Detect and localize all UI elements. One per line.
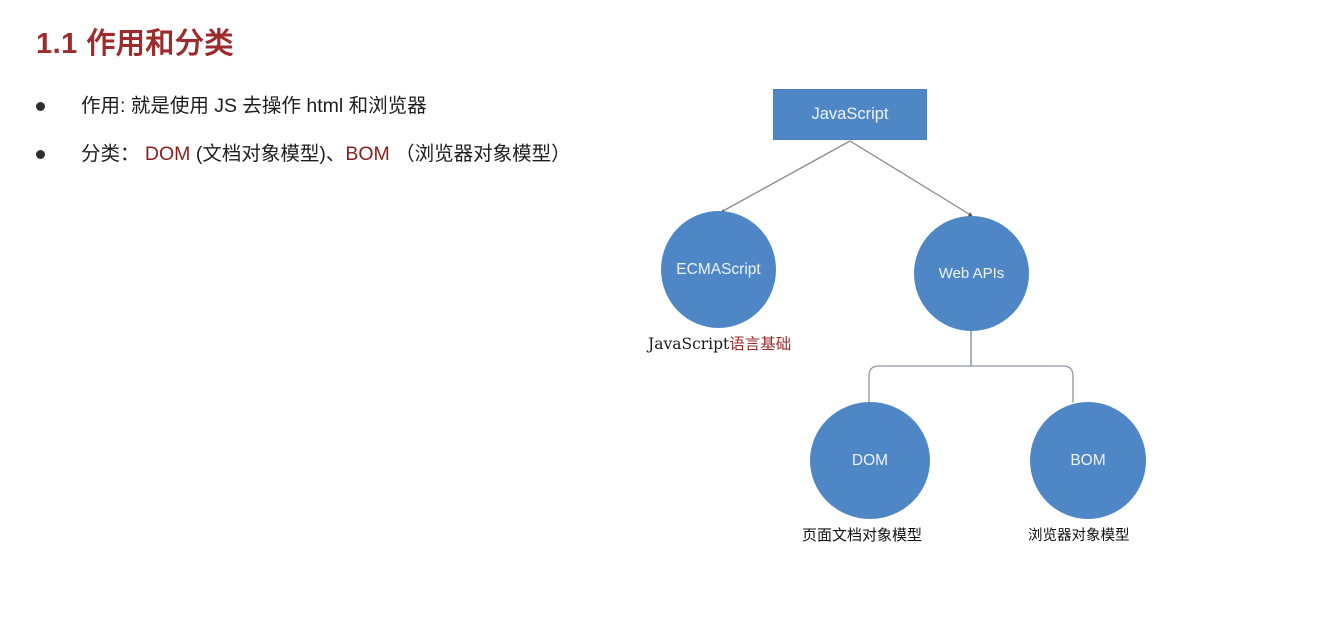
page-title: 1.1 作用和分类 [36,28,234,60]
list-item: 分类： DOM (文档对象模型)、BOM （浏览器对象模型） [36,140,696,168]
bullet-dot-icon [36,150,45,159]
bullet-dot-icon [36,102,45,111]
bullet-list: 作用: 就是使用 JS 去操作 html 和浏览器 分类： DOM (文档对象模… [36,92,696,188]
node-bom[interactable]: BOM [1030,402,1146,519]
edge-javascript-webapis [849,140,970,215]
keyword-bom: BOM [345,143,390,165]
node-webapis-label: Web APIs [938,265,1005,282]
node-ecmascript-label: ECMAScript [676,260,761,278]
bullet-text-categories: 分类： DOM (文档对象模型)、BOM （浏览器对象模型） [81,140,571,168]
node-ecmascript[interactable]: ECMAScript [661,211,776,328]
caption-ecmascript-en: JavaScript [648,335,730,353]
categories-prefix: 分类： [81,143,145,165]
edge-brace-dom-bom [868,365,1074,403]
edge-javascript-ecmascript [722,140,851,212]
node-bom-label: BOM [1070,451,1106,469]
node-javascript[interactable]: JavaScript [773,89,927,140]
node-javascript-label: JavaScript [811,105,889,123]
bullet-text-purpose: 作用: 就是使用 JS 去操作 html 和浏览器 [81,95,427,117]
list-item: 作用: 就是使用 JS 去操作 html 和浏览器 [36,92,696,120]
caption-ecmascript: JavaScript语言基础 [648,332,791,354]
node-dom[interactable]: DOM [810,402,930,519]
caption-bom: 浏览器对象模型 [1028,528,1130,544]
categories-suffix: （浏览器对象模型） [389,143,571,165]
categories-middle: (文档对象模型)、 [190,143,346,165]
caption-ecmascript-cn: 语言基础 [729,335,792,353]
js-classification-diagram: JavaScript ECMAScript Web APIs DOM BOM J… [600,60,1220,570]
node-dom-label: DOM [851,451,889,469]
node-webapis[interactable]: Web APIs [914,216,1029,331]
keyword-dom: DOM [144,143,191,165]
caption-dom: 页面文档对象模型 [802,527,923,544]
